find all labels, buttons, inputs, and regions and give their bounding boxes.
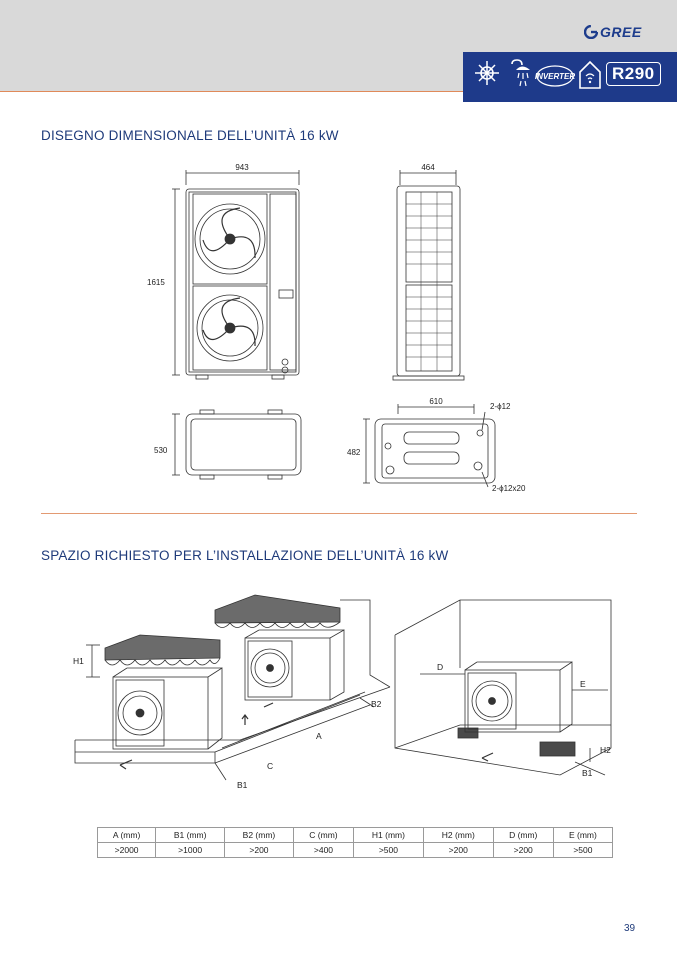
- side-view-drawing: [392, 170, 465, 381]
- installation-drawings: H1 B2 A C B1 D E H2 B1: [73, 594, 612, 790]
- header-divider: [0, 91, 677, 92]
- dimension-drawings: 943 464 1615 530 610 482 2-ϕ12 2-ϕ12x20: [147, 163, 526, 493]
- table-header-cell: A (mm): [96, 827, 157, 843]
- dim-height-label: 1615: [147, 278, 165, 287]
- label-b2: B2: [371, 699, 382, 709]
- table-header-row: A (mm) B1 (mm) B2 (mm) C (mm) H1 (mm) H2…: [96, 827, 614, 843]
- svg-text:INVERTER: INVERTER: [535, 72, 575, 81]
- left-unit-drawing: [112, 667, 223, 750]
- dim-width-label: 943: [235, 163, 249, 172]
- label-d: D: [437, 662, 443, 672]
- gree-logo-icon: [584, 25, 598, 39]
- dim-feet-spacing-label: 610: [429, 397, 443, 406]
- table-header-cell: H1 (mm): [353, 827, 424, 843]
- dim-base-width-label: 482: [347, 448, 361, 457]
- brand-logo: GREE: [584, 24, 642, 40]
- table-header-cell: B2 (mm): [224, 827, 294, 843]
- table-header-cell: C (mm): [292, 827, 355, 843]
- table-cell: >200: [422, 842, 494, 858]
- top-view-drawing: [172, 409, 302, 480]
- label-c: C: [267, 761, 273, 771]
- label-e: E: [580, 679, 586, 689]
- table-header-cell: E (mm): [552, 827, 614, 843]
- table-cell: >500: [552, 842, 614, 858]
- clearance-table: A (mm) B1 (mm) B2 (mm) C (mm) H1 (mm) H2…: [96, 827, 614, 858]
- table-header-cell: D (mm): [492, 827, 554, 843]
- r290-badge: R290: [606, 62, 661, 86]
- shower-icon: [511, 59, 530, 87]
- sun-snowflake-icon: [475, 61, 499, 85]
- label-b1: B1: [237, 780, 248, 790]
- table-cell: >200: [224, 842, 294, 858]
- inverter-badge: INVERTER: [535, 65, 575, 87]
- label-a: A: [316, 731, 322, 741]
- section-title-installation: SPAZIO RICHIESTO PER L’INSTALLAZIONE DEL…: [41, 548, 449, 563]
- holes-top-label: 2-ϕ12: [490, 402, 511, 411]
- brand-name: GREE: [600, 24, 642, 40]
- table-cell: >200: [492, 842, 554, 858]
- holes-bottom-label: 2-ϕ12x20: [492, 484, 526, 493]
- feature-badges: INVERTER R290: [463, 52, 677, 102]
- table-header-cell: B1 (mm): [155, 827, 226, 843]
- smart-home-icon: [579, 60, 601, 89]
- label-h2: H2: [600, 745, 611, 755]
- base-view-drawing: [363, 404, 496, 488]
- section-title-dimensions: DISEGNO DIMENSIONALE DELL’UNITÀ 16 kW: [41, 128, 339, 143]
- dim-base-depth-label: 530: [154, 446, 168, 455]
- label-b1-right: B1: [582, 768, 593, 778]
- table-cell: >1000: [155, 842, 226, 858]
- page-number: 39: [624, 923, 636, 934]
- right-room-drawing: [394, 599, 612, 776]
- label-h1: H1: [73, 656, 84, 666]
- middle-unit-drawing: [244, 629, 345, 701]
- front-view-drawing: [172, 170, 300, 380]
- table-cell: >2000: [96, 842, 157, 858]
- table-header-cell: H2 (mm): [422, 827, 494, 843]
- table-row: >2000 >1000 >200 >400 >500 >200 >200 >50…: [96, 842, 614, 858]
- dim-depth-label: 464: [421, 163, 435, 172]
- table-cell: >500: [353, 842, 424, 858]
- section-divider: [41, 513, 637, 514]
- table-cell: >400: [292, 842, 355, 858]
